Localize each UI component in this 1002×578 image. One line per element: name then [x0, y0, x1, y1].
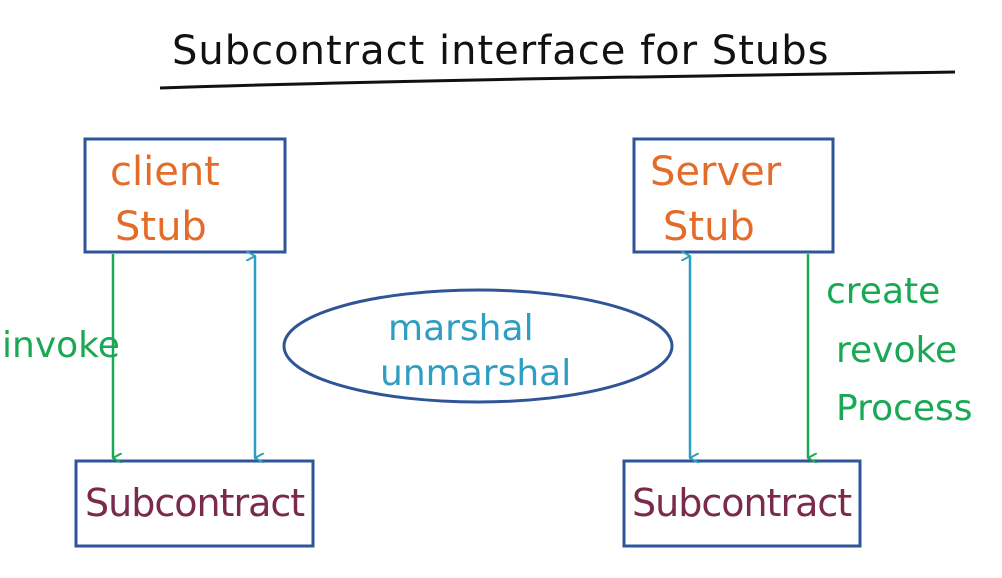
subcontract-right-label: Subcontract — [632, 481, 851, 525]
create-label: create — [826, 271, 940, 312]
revoke-label: revoke — [836, 330, 957, 371]
process-label: Process — [836, 388, 973, 429]
server-stub-line1: Server — [650, 149, 782, 195]
marshal-ellipse — [282, 288, 674, 404]
server-stub-box — [632, 137, 835, 254]
client-stub-box — [83, 137, 287, 254]
client-stub-line1: client — [110, 149, 220, 195]
unmarshal-label: unmarshal — [380, 353, 571, 394]
subcontract-right-box — [622, 459, 862, 548]
diagram-title: Subcontract interface for Stubs — [172, 28, 829, 74]
subcontract-left-box — [74, 459, 315, 548]
client-stub-line2: Stub — [115, 204, 207, 250]
invoke-label: invoke — [2, 325, 120, 366]
subcontract-left-label: Subcontract — [85, 481, 304, 525]
title-underline — [159, 70, 956, 90]
server-stub-line2: Stub — [663, 204, 755, 250]
marshal-label: marshal — [388, 308, 534, 349]
